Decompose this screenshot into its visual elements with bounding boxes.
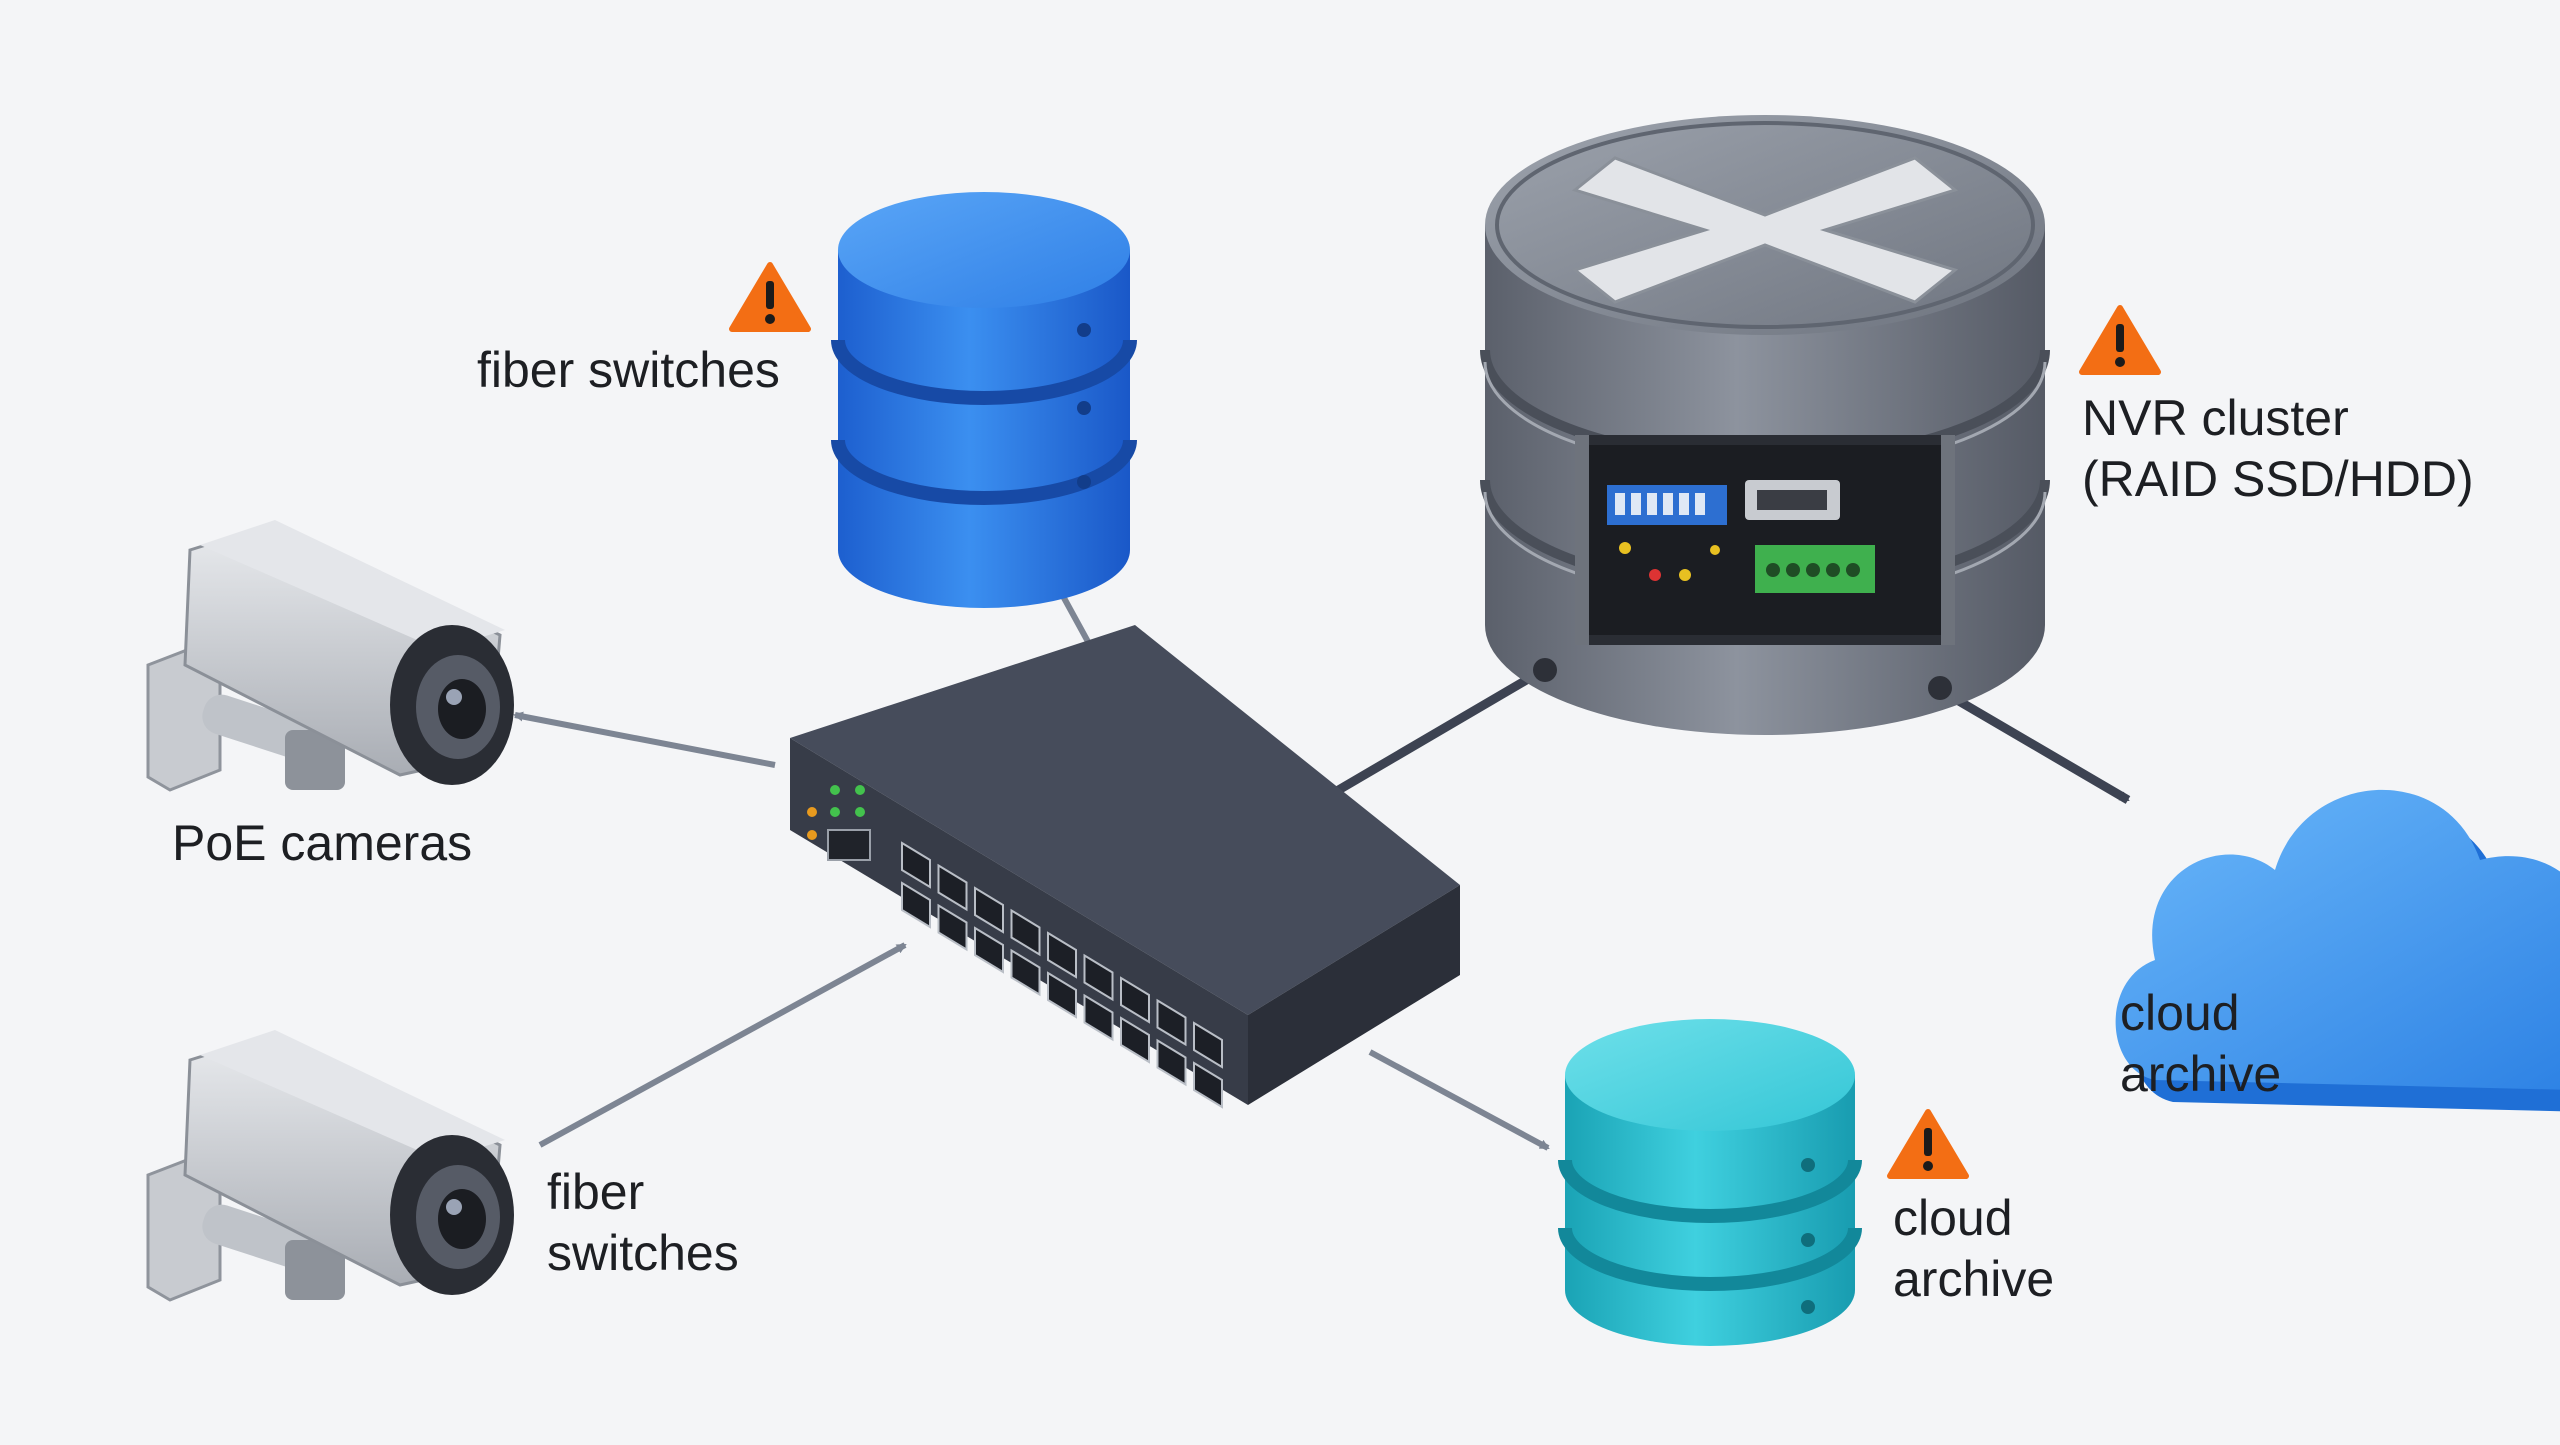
switch-port [937, 903, 968, 952]
security-camera-icon [146, 1030, 514, 1302]
switch-port [1193, 1061, 1223, 1109]
switch-port [901, 881, 931, 929]
switch-port [1010, 948, 1041, 997]
switch-port [1083, 953, 1114, 1002]
warning-icon [2079, 305, 2161, 375]
switch-port [1047, 931, 1077, 979]
switch-port [1010, 908, 1041, 957]
database-icon [831, 192, 1137, 608]
switch-port [1047, 971, 1077, 1019]
connection-arrows [513, 543, 2131, 1151]
warning-icon [729, 262, 811, 332]
cloud-icon [2115, 789, 2560, 1112]
label-fiber-switches-top: fiber switches [477, 342, 780, 398]
label-nvr-cluster: NVR cluster (RAID SSD/HDD) [2082, 390, 2474, 507]
switch-port [1120, 1016, 1150, 1064]
switch-port [1193, 1021, 1223, 1069]
label-cloud-archive-right: cloud archive [2120, 985, 2282, 1102]
switch-port [1156, 998, 1187, 1047]
switch-ports [901, 841, 1223, 1109]
switch-port [1156, 1038, 1187, 1087]
switch-port [901, 841, 931, 889]
switch-port [974, 886, 1004, 934]
arrow-nvr-to-cloud [1937, 686, 2131, 804]
switch-port [974, 926, 1004, 974]
database-icon-teal [1558, 1019, 1862, 1346]
arrow-camera-bottom-to-switch [538, 942, 907, 1148]
nvr-server-icon [1480, 115, 2050, 735]
switch-port [1083, 993, 1114, 1042]
switch-port [937, 863, 968, 912]
label-cloud-archive-bottom: cloud archive [1893, 1190, 2055, 1307]
arrow-nvr-to-switch [1327, 668, 1543, 799]
network-switch-icon [790, 625, 1460, 1109]
security-camera-icon [146, 520, 514, 792]
label-fiber-switches-bottom: fiber switches [547, 1164, 739, 1281]
warning-icon [1887, 1109, 1969, 1179]
arrow-switch-to-camera-top [513, 711, 776, 768]
switch-port [1120, 976, 1150, 1024]
label-poe-cameras: PoE cameras [172, 815, 473, 871]
arrow-switch-to-teal-db [1368, 1049, 1550, 1151]
